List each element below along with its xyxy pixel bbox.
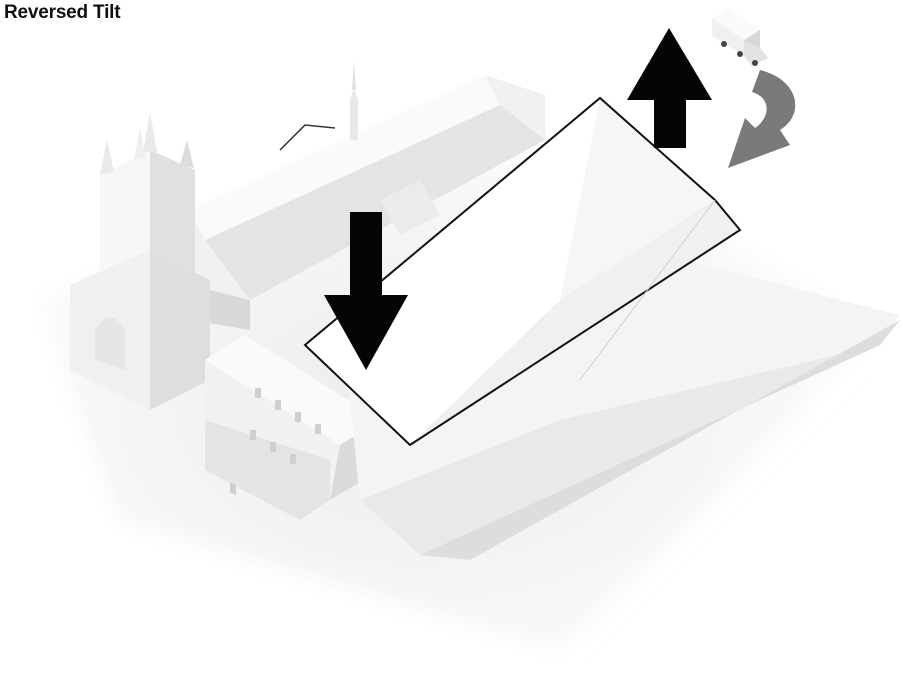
curved-arrow-icon (728, 70, 796, 168)
arrow-down-icon (324, 212, 408, 370)
church-nave (190, 60, 545, 330)
tilted-volume (303, 96, 742, 447)
truck-icon (712, 8, 768, 66)
arrow-up-icon (627, 28, 712, 148)
church-tower (70, 112, 210, 410)
diagram-title: Reversed Tilt (4, 2, 121, 23)
side-building (205, 335, 380, 520)
